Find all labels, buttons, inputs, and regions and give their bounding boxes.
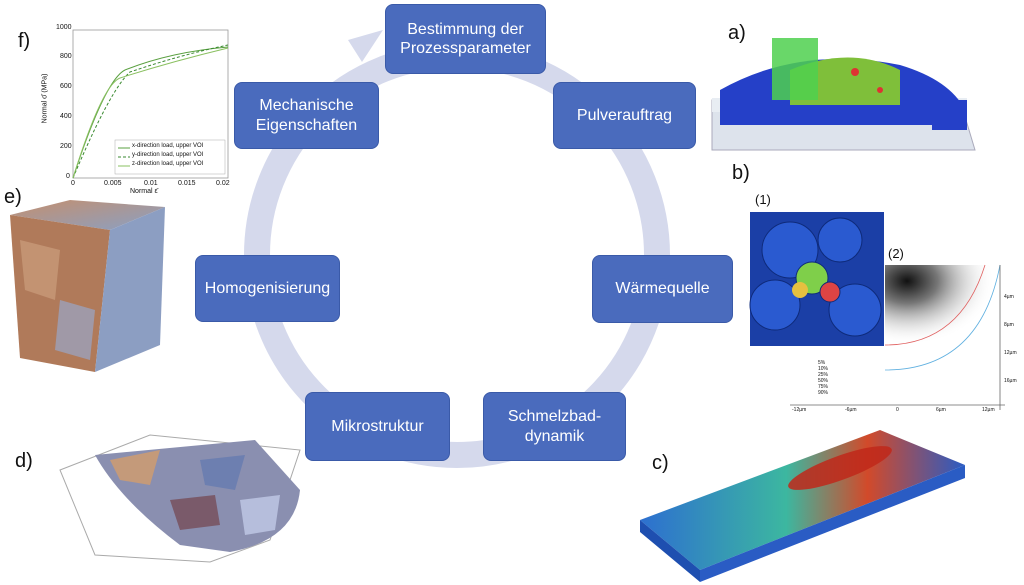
- heat-source-particles-image: [749, 212, 884, 346]
- y-tick: 12µm: [1004, 350, 1017, 356]
- y-tick: 400: [60, 113, 72, 120]
- panel-label-b2: (2): [888, 246, 904, 261]
- node-schmelzbaddynamik: Schmelzbad- dynamik: [483, 392, 626, 461]
- panel-label-a: a): [728, 22, 746, 44]
- node-homogenisierung: Homogenisierung: [195, 255, 340, 322]
- node-mechanische-eigenschaften: Mechanische Eigenschaften: [234, 82, 379, 149]
- panel-label-e: e): [4, 186, 22, 208]
- microstructure-cube-image: [10, 200, 165, 372]
- x-tick: 0: [896, 407, 899, 413]
- node-pulverauftrag: Pulverauftrag: [553, 82, 696, 149]
- panel-label-d: d): [15, 450, 33, 472]
- chart-f-ylabel: Normal σ̄ (MPa): [41, 73, 49, 124]
- gaussian-heat-plot: [790, 264, 1005, 410]
- microstructure-slab-image: [59, 434, 301, 563]
- node-mikrostruktur: Mikrostruktur: [305, 392, 450, 461]
- legend-entry: 90%: [818, 390, 829, 396]
- x-tick: 0.02: [216, 180, 230, 187]
- x-tick: 0.015: [178, 180, 196, 187]
- y-tick: 800: [60, 53, 72, 60]
- legend-entry: x-direction load, upper VOI: [132, 143, 204, 149]
- x-tick: -6µm: [845, 407, 857, 413]
- x-tick: 6µm: [936, 407, 946, 413]
- y-tick: 16µm: [1004, 378, 1017, 384]
- y-tick: 0: [66, 173, 70, 180]
- node-prozessparameter: Bestimmung der Prozessparameter: [385, 4, 546, 74]
- legend-entry: 25%: [818, 372, 829, 378]
- y-tick: 200: [60, 143, 72, 150]
- panel-label-b: b): [732, 162, 750, 184]
- x-tick: -12µm: [792, 407, 807, 413]
- x-tick: 0.01: [144, 180, 158, 187]
- panel-label-b1: (1): [755, 192, 771, 207]
- x-tick: 0.005: [104, 180, 122, 187]
- powder-bed-image: [711, 38, 976, 151]
- y-tick: 1000: [56, 24, 72, 31]
- y-tick: 600: [60, 83, 72, 90]
- legend-entry: 50%: [818, 378, 829, 384]
- chart-f-xlabel: Normal ε̄: [130, 188, 158, 195]
- x-tick: 0: [71, 180, 75, 187]
- legend-entry: y-direction load, upper VOI: [132, 152, 204, 158]
- melt-pool-image: [640, 430, 965, 582]
- legend-entry: 75%: [818, 384, 829, 390]
- legend-entry: 5%: [818, 360, 826, 366]
- y-tick: 8µm: [1004, 322, 1014, 328]
- legend-entry: 10%: [818, 366, 829, 372]
- y-tick: 4µm: [1004, 294, 1014, 300]
- x-tick: 12µm: [982, 407, 995, 413]
- stress-strain-chart: [72, 29, 229, 179]
- node-waermequelle: Wärmequelle: [592, 255, 733, 323]
- panel-label-c: c): [652, 452, 669, 474]
- legend-entry: z-direction load, upper VOI: [132, 161, 204, 167]
- panel-label-f: f): [18, 30, 31, 52]
